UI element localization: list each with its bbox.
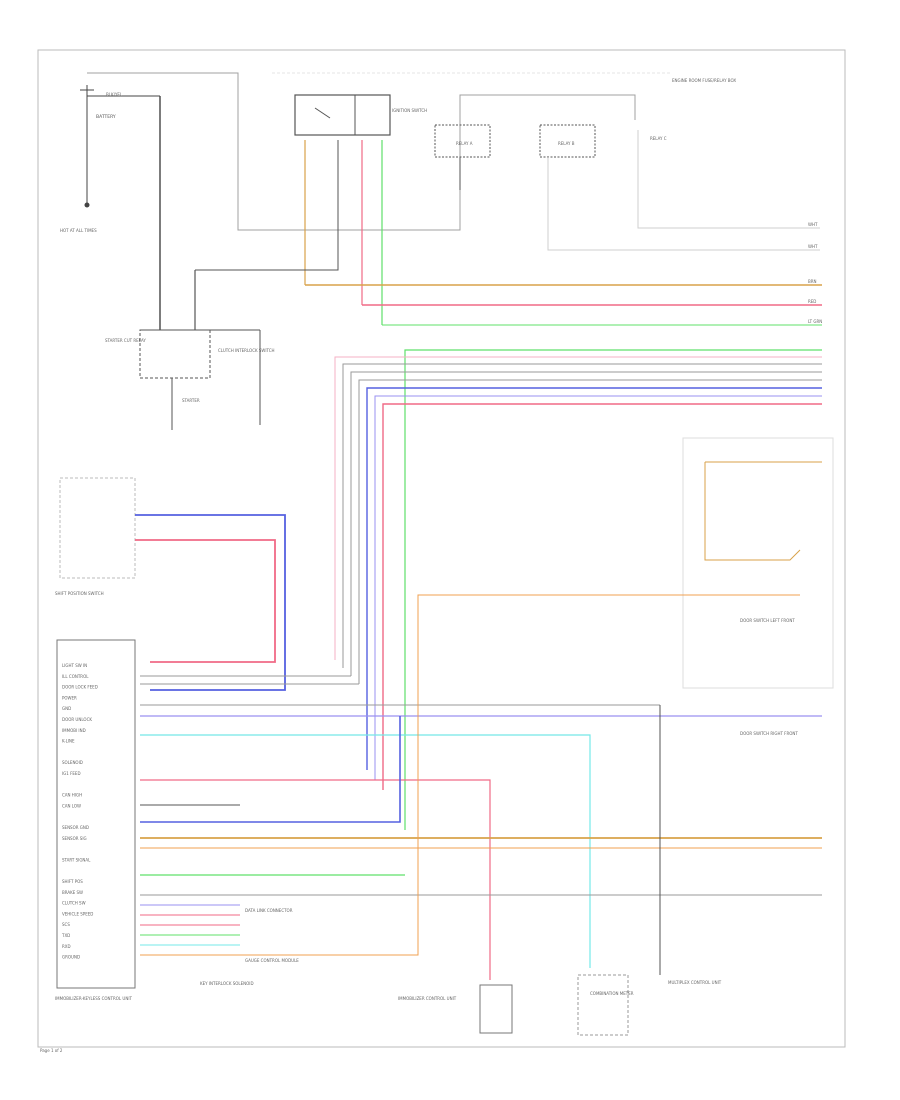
wire-blue-loop — [135, 514, 286, 691]
svg-text:RED: RED — [808, 299, 816, 304]
wire-bundle — [334, 349, 822, 830]
clutch-interlock-label: CLUTCH INTERLOCK SWITCH — [218, 348, 275, 353]
ecu-pin-labels: LIGHT SW IN ILL CONTROL DOOR LOCK FEED POWE… — [61, 663, 98, 960]
battery-label: BATTERY — [96, 114, 116, 120]
ecu-pin-label: TXD — [61, 933, 70, 938]
shift-position-label: SHIFT POSITION SWITCH — [55, 591, 104, 596]
ecu-pin-label: IMMOBI IND — [62, 728, 86, 733]
right-terminal-labels: WHT WHT BRN RED LT GRN — [808, 222, 822, 324]
ecu-pin-label: SHIFT POS — [62, 879, 83, 884]
ecu-pin-label: RXD — [62, 944, 71, 949]
battery-wire-code: BLK/YEL — [106, 92, 123, 97]
key-switch-label: KEY INTERLOCK SOLENOID — [200, 981, 254, 986]
ecu-pin-label: DOOR UNLOCK — [62, 717, 92, 722]
multiplex-label: MULTIPLEX CONTROL UNIT — [668, 980, 722, 985]
ecu-pin-label: CAN HIGH — [62, 793, 82, 798]
svg-text:WHT: WHT — [808, 244, 818, 249]
gauge-label: GAUGE CONTROL MODULE — [245, 958, 299, 963]
combination-meter: COMBINATION METER — [577, 974, 634, 1036]
door-switch-rf-label: DOOR SWITCH RIGHT FRONT — [740, 731, 798, 736]
ecu-pin-label: CLUTCH SW — [62, 901, 86, 906]
svg-text:LT GRN: LT GRN — [808, 319, 822, 324]
starter-cut-relay-label: STARTER CUT RELAY — [105, 338, 146, 343]
ecu-pin-label: ILL CONTROL — [62, 674, 89, 679]
wire-lightgray-a — [547, 157, 820, 251]
relay-a-label: RELAY A — [456, 141, 473, 146]
ecu-pin-label: VEHICLE SPEED — [62, 911, 93, 916]
starter-cut-relay: STARTER CUT RELAY STARTER CLUTCH INTERLO… — [105, 329, 275, 430]
battery-sub-label: HOT AT ALL TIMES — [60, 228, 97, 233]
immobilizer-unit: IMMOBILIZER CONTROL UNIT — [398, 984, 513, 1034]
ecu-pin-label: SCS — [62, 922, 70, 927]
svg-text:BRN: BRN — [808, 279, 817, 284]
ecu-pin-label: IG1 FEED — [62, 771, 81, 776]
ecu-pin-label: GND — [62, 706, 71, 711]
ecu-pin-label: GROUND — [62, 955, 80, 960]
wire-lightgray-b — [637, 130, 820, 229]
door-switch-module: DOOR SWITCH LEFT FRONT DOOR SWITCH RIGHT… — [682, 437, 834, 736]
relay-c-label: RELAY C — [650, 136, 667, 141]
wire-red-loop — [135, 539, 276, 663]
ecu-pin-label: SENSOR GND — [62, 825, 89, 830]
ecu-pin-label: LIGHT SW IN — [62, 663, 87, 668]
starter-label: STARTER — [182, 398, 200, 403]
ecu-pin-label: POWER — [62, 695, 77, 700]
ecu-pin-label: DOOR LOCK FEED — [62, 685, 98, 690]
shift-position-switch: SHIFT POSITION SWITCH — [55, 477, 136, 596]
ignition-switch-label: IGNITION SWITCH — [392, 108, 427, 113]
ecu-pin-label: BRAKE SW — [62, 890, 83, 895]
ecu-pin-label: SOLENOID — [62, 760, 83, 765]
wire-starter-feed — [195, 230, 339, 271]
diagram-frame — [37, 49, 846, 1048]
power-loop-wire — [87, 72, 636, 231]
engine-room-fuse-label: ENGINE ROOM FUSE/RELAY BOX — [672, 78, 736, 83]
relay-a: RELAY A — [434, 124, 491, 158]
immobilizer-label: IMMOBILIZER CONTROL UNIT — [398, 996, 457, 1001]
ecu-pin-label: START SIGNAL — [62, 857, 91, 862]
ecu-output-wires — [140, 594, 822, 980]
relay-b-label: RELAY B — [558, 141, 575, 146]
relay-b: RELAY B — [539, 124, 596, 158]
combination-meter-label: COMBINATION METER — [590, 991, 634, 996]
ecu-pin-label: SENSOR SIG — [62, 836, 87, 841]
page-code: Page 1 of 2 — [40, 1048, 63, 1053]
svg-text:WHT: WHT — [808, 222, 818, 227]
ecu-pin-label: CAN LOW — [62, 803, 81, 808]
ecu-pin-label: K-LINE — [62, 739, 75, 744]
ecu-block: IMMOBILIZER-KEYLESS CONTROL UNIT — [55, 639, 136, 1001]
ecu-title: IMMOBILIZER-KEYLESS CONTROL UNIT — [55, 996, 132, 1001]
data-link-label: DATA LINK CONNECTOR — [245, 908, 293, 913]
door-switch-lf-label: DOOR SWITCH LEFT FRONT — [740, 618, 795, 623]
battery-block: BATTERY HOT AT ALL TIMES BLK/YEL — [60, 85, 161, 330]
ignition-switch: IGNITION SWITCH — [294, 94, 427, 136]
